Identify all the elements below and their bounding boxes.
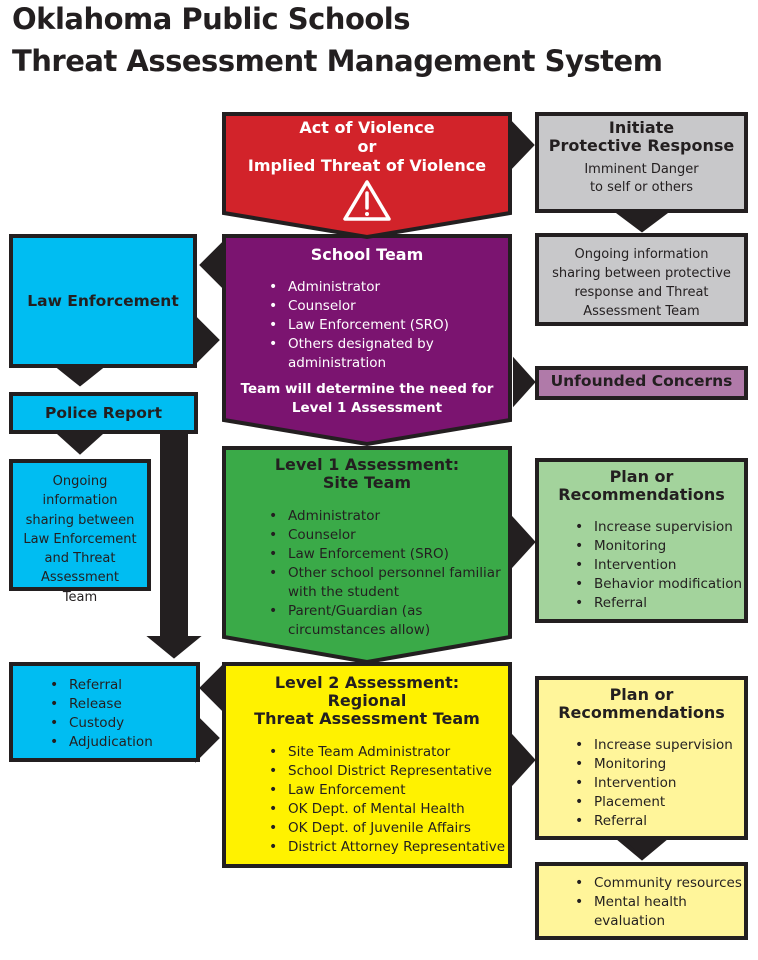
- plan1-list: Increase supervision Monitoring Interven…: [574, 518, 758, 613]
- protective-sharing-line1: Ongoing information: [574, 247, 709, 262]
- school-team-item: Others designated by administration: [269, 335, 488, 373]
- law-sharing-line3: sharing between: [25, 512, 135, 528]
- plan1-item: Increase supervision: [575, 518, 758, 537]
- arrow-to-unfounded: [513, 356, 536, 408]
- legal-outcome-item: Release: [50, 695, 209, 714]
- law-sharing-line5: and Threat: [44, 551, 116, 567]
- protective-title-line2: Protective Response: [548, 136, 735, 155]
- protective-sub-line1: Imminent Danger: [584, 162, 699, 177]
- arrow-to-police-report: [54, 366, 106, 387]
- plan1-title: Plan or Recommendations: [537, 468, 746, 504]
- plan2-item: Intervention: [575, 774, 758, 793]
- level2-item: District Attorney Representative: [269, 838, 528, 857]
- law-sharing-line1: Ongoing: [52, 474, 108, 489]
- plan1-title-line1: Plan or: [609, 467, 674, 486]
- level2-item: OK Dept. of Juvenile Affairs: [269, 819, 528, 838]
- resources-list: Community resources Mental health evalua…: [574, 874, 758, 931]
- level2-item: Law Enforcement: [269, 781, 528, 800]
- police-report-box: [9, 392, 198, 434]
- level2-list: Site Team Administrator School District …: [268, 743, 528, 857]
- school-team-list: Administrator Counselor Law Enforcement …: [268, 278, 488, 373]
- legal-outcome-item: Custody: [50, 714, 209, 733]
- unfounded-concerns-box: [535, 366, 748, 400]
- level2-item: Site Team Administrator: [269, 743, 528, 762]
- plan1-item: Monitoring: [575, 537, 758, 556]
- level1-item: Counselor: [269, 526, 524, 545]
- level1-item: Parent/Guardian (as circumstances allow): [269, 602, 458, 640]
- protective-sub-line2: to self or others: [589, 180, 694, 195]
- law-sharing-line7: Team: [62, 589, 98, 605]
- arrow-to-protective-sharing: [612, 210, 672, 233]
- level1-title: Level 1 Assessment: Site Team: [224, 456, 510, 492]
- arrow-to-resources: [612, 836, 672, 861]
- page-title-line1: Oklahoma Public Schools: [12, 2, 411, 36]
- level2-title-line3: Threat Assessment Team: [254, 709, 480, 728]
- level2-item: OK Dept. of Mental Health: [269, 800, 528, 819]
- arrow-law-to-school: [195, 315, 220, 365]
- plan1-title-line2: Recommendations: [558, 485, 725, 504]
- level1-item: Administrator: [269, 507, 524, 526]
- school-team-item: Administrator: [269, 278, 488, 297]
- arrow-to-legal-outcomes: [146, 432, 202, 659]
- unfounded-concerns-label: Unfounded Concerns: [550, 372, 733, 390]
- level2-title-line2: Regional: [327, 691, 407, 710]
- plan2-title: Plan or Recommendations: [537, 686, 746, 722]
- protective-sharing-line2: sharing between protective: [552, 266, 731, 281]
- level1-list: Administrator Counselor Law Enforcement …: [268, 507, 524, 640]
- level1-item: Other school personnel familiar with the…: [269, 564, 524, 602]
- school-team-footer-line2: Level 1 Assessment: [291, 400, 443, 416]
- arrow-to-law-sharing: [54, 432, 106, 455]
- plan2-item: Placement: [575, 793, 758, 812]
- plan2-title-line1: Plan or: [609, 685, 674, 704]
- school-team-footer-line1: Team will determine the need for: [240, 381, 494, 397]
- plan2-item: Referral: [575, 812, 758, 831]
- level1-title-line2: Site Team: [322, 473, 412, 492]
- plan1-item: Intervention: [575, 556, 758, 575]
- legal-outcomes-list: Referral Release Custody Adjudication: [49, 676, 209, 752]
- plan1-item: Behavior modification: [575, 575, 758, 594]
- trigger-box: [222, 112, 512, 240]
- trigger-line3: Implied Threat of Violence: [247, 156, 487, 175]
- protective-response-box: [535, 112, 748, 213]
- level2-item: School District Representative: [269, 762, 528, 781]
- protective-response-text: Initiate Protective Response Imminent Da…: [537, 119, 746, 197]
- law-sharing-text: Ongoing information sharing between Law …: [11, 472, 149, 607]
- police-report-label: Police Report: [45, 404, 162, 422]
- arrow-to-protective-response: [508, 117, 535, 173]
- law-sharing-box: [9, 459, 151, 591]
- level2-title-line1: Level 2 Assessment:: [274, 673, 460, 692]
- law-enforcement-label: Law Enforcement: [27, 292, 179, 310]
- law-sharing-line6: Assessment: [41, 570, 119, 586]
- plan2-item: Increase supervision: [575, 736, 758, 755]
- protective-title-line1: Initiate: [608, 118, 675, 137]
- protective-sharing-line3: response and Threat: [574, 285, 709, 300]
- protective-sharing-line4: Assessment Team: [583, 304, 700, 319]
- page-title-line2: Threat Assessment Management System: [12, 44, 663, 78]
- level2-title: Level 2 Assessment: Regional Threat Asse…: [224, 674, 510, 728]
- trigger-line2: or: [357, 137, 377, 156]
- plan2-item: Monitoring: [575, 755, 758, 774]
- school-team-title: School Team: [310, 245, 424, 264]
- trigger-line1: Act of Violence: [299, 118, 435, 137]
- plan2-list: Increase supervision Monitoring Interven…: [574, 736, 758, 831]
- level1-title-line1: Level 1 Assessment:: [274, 455, 460, 474]
- school-team-item: Law Enforcement (SRO): [269, 316, 488, 335]
- legal-outcome-item: Referral: [50, 676, 209, 695]
- school-team-footer: Team will determine the need for Level 1…: [224, 380, 510, 418]
- warning-triangle-icon: [343, 180, 391, 221]
- trigger-text: Act of Violence or Implied Threat of Vio…: [224, 118, 510, 175]
- protective-sharing-text: Ongoing information sharing between prot…: [537, 245, 746, 321]
- legal-outcome-item: Adjudication: [50, 733, 209, 752]
- plan2-title-line2: Recommendations: [558, 703, 725, 722]
- arrow-school-to-law: [199, 240, 224, 290]
- school-team-item: Counselor: [269, 297, 488, 316]
- protective-sharing-box: [535, 233, 748, 326]
- law-sharing-line4: Law Enforcement: [23, 531, 137, 547]
- resource-item: Mental health evaluation: [575, 893, 714, 931]
- plan1-item: Referral: [575, 594, 758, 613]
- law-sharing-line2: information: [42, 493, 118, 509]
- resource-item: Community resources: [575, 874, 758, 893]
- level1-item: Law Enforcement (SRO): [269, 545, 524, 564]
